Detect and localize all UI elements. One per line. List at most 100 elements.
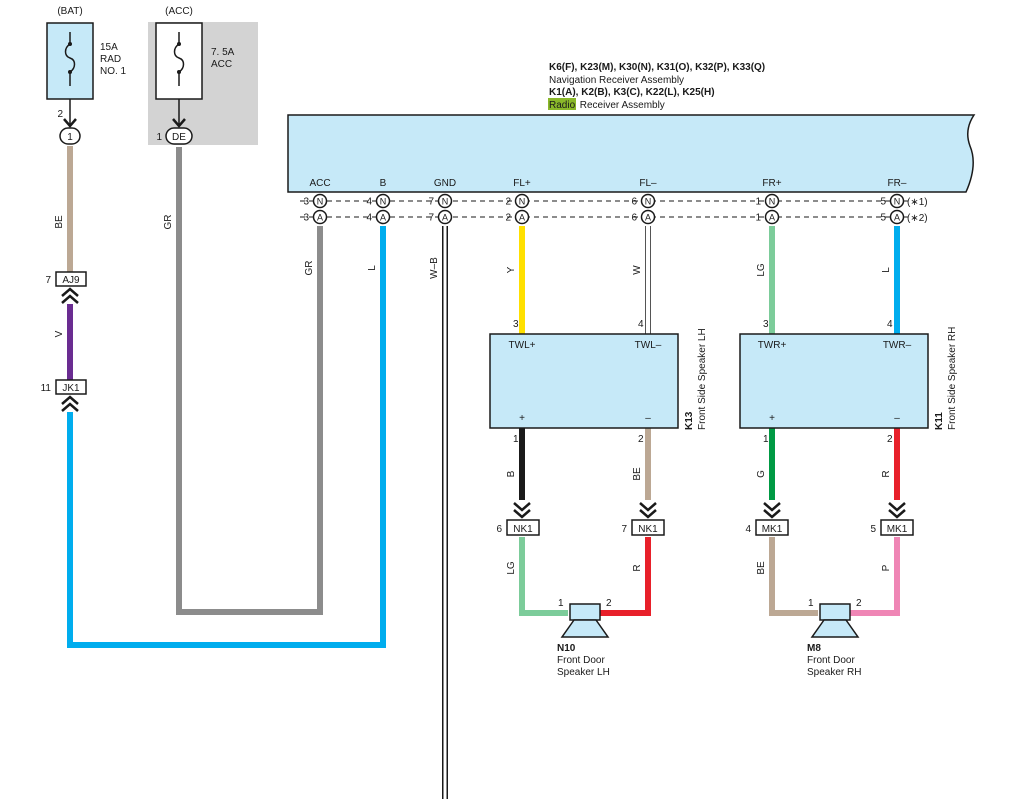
receiver-conn-a-label-3: A [519, 213, 525, 223]
wire-gnd-label: W–B [429, 257, 440, 279]
receiver-pin-a-6: 5 [880, 213, 886, 224]
term-gnd: GND [434, 178, 456, 189]
mk1-b-label: MK1 [887, 524, 908, 535]
receiver-conn-n-label-1: N [380, 197, 387, 207]
nk1-b-label: NK1 [638, 524, 658, 535]
nk1-a-connector [506, 519, 540, 536]
mk1-b-connector [880, 519, 914, 536]
mk1-b-pin: 5 [870, 524, 876, 535]
receiver-pin-a-1: 4 [366, 213, 372, 224]
mk1-a-label: MK1 [762, 524, 783, 535]
bat-connector [59, 127, 81, 145]
wire-door-rh-p-label: BE [756, 561, 767, 575]
nk1-a-label: NK1 [513, 524, 533, 535]
speaker-lh-pin-in-m: 4 [638, 319, 644, 330]
speaker-lh-pin-in-p: 3 [513, 319, 519, 330]
receiver-conn-a-label-5: A [769, 213, 775, 223]
wire-flp-label: Y [506, 266, 517, 273]
nk1-b-chevron-icon [639, 502, 657, 519]
door-lh-id: N10 [557, 643, 576, 654]
receiver-line4-highlight: Radio [549, 100, 576, 111]
door-rh-line2: Speaker RH [807, 667, 861, 678]
wire-flm-label: W [632, 265, 643, 275]
acc-fuse-amp: 7. 5A [211, 47, 235, 58]
wire-door-lh-p [519, 537, 568, 616]
door-speaker-lh-icon [560, 603, 610, 638]
aj9-chevron-icon [61, 287, 79, 304]
wire-door-rh-m [850, 537, 900, 616]
bat-fuse-dot-top [68, 42, 72, 46]
acc-fuse-name: ACC [211, 59, 232, 70]
door-rh-pin2: 2 [856, 598, 862, 609]
bat-fuse-name1: RAD [100, 54, 121, 65]
receiver-conn-n-3 [514, 193, 530, 209]
bat-connector-label: 1 [67, 132, 73, 143]
receiver-conn-a-3 [514, 209, 530, 225]
receiver-conn-n-4 [640, 193, 656, 209]
speaker-rh-name: Front Side Speaker RH [947, 327, 958, 430]
acc-fuse-dot-bottom [177, 70, 181, 74]
acc-fuse-dot-top [177, 42, 181, 46]
aj9-pin: 7 [45, 275, 51, 286]
door-rh-id: M8 [807, 643, 821, 654]
wire-spk-rh-p-label: G [756, 470, 767, 478]
term-frm: FR– [888, 178, 907, 189]
wire-door-lh-p-label: LG [506, 561, 517, 575]
wire-acc-label: GR [163, 215, 174, 230]
door-lh-pin2: 2 [606, 598, 612, 609]
speaker-lh-name: Front Side Speaker LH [697, 328, 708, 430]
speaker-rh-pin-in-m: 4 [887, 319, 893, 330]
receiver-conn-a-label-0: A [317, 213, 323, 223]
nk1-a-chevron-icon [513, 502, 531, 519]
speaker-lh-term-m: TWL– [635, 340, 662, 351]
acc-arrow-icon [172, 118, 186, 128]
mk1-b-chevron-icon [888, 502, 906, 519]
acc-fuse-icon [173, 32, 185, 86]
wire-spk-lh-p-label: B [506, 470, 517, 477]
wire-acc-term-label: GR [304, 261, 315, 276]
receiver-conn-a-4 [640, 209, 656, 225]
acc-pin: 1 [156, 132, 162, 143]
door-lh-line1: Front Door [557, 655, 605, 666]
nk1-b-connector [631, 519, 665, 536]
wire-door-rh-p [769, 537, 818, 616]
door-rh-line1: Front Door [807, 655, 855, 666]
bat-source-label: (BAT) [57, 6, 82, 17]
receiver-conn-a-2 [437, 209, 453, 225]
receiver-conn-n-1 [375, 193, 391, 209]
receiver-conn-n-label-0: N [317, 197, 324, 207]
speaker-rh-id: K11 [934, 412, 945, 430]
receiver-line3: K1(A), K2(B), K3(C), K22(L), K25(H) [549, 87, 715, 98]
speaker-lh-minus: – [645, 413, 651, 424]
wire-frm-label: L [881, 267, 892, 273]
nk1-b-pin: 7 [621, 524, 627, 535]
speaker-lh-pin-out-m: 2 [638, 434, 644, 445]
receiver-conn-n-2 [437, 193, 453, 209]
receiver-pin-n-5: 1 [755, 197, 761, 208]
bat-out-pin: 2 [57, 109, 63, 120]
jk1-chevron-icon [61, 395, 79, 412]
door-lh-pin1: 1 [558, 598, 564, 609]
receiver-pin-n-3: 2 [505, 197, 511, 208]
receiver-pin-a-5: 1 [755, 213, 761, 224]
bat-fuse-icon [64, 32, 76, 86]
receiver-pin-a-0: 3 [303, 213, 309, 224]
speaker-rh-minus: – [894, 413, 900, 424]
aj9-label: AJ9 [62, 275, 80, 286]
term-frp: FR+ [762, 178, 781, 189]
receiver-conn-n-label-2: N [442, 197, 449, 207]
mk1-a-chevron-icon [763, 502, 781, 519]
jk1-connector [55, 379, 87, 395]
receiver-conn-a-5 [764, 209, 780, 225]
receiver-conn-a-1 [375, 209, 391, 225]
speaker-rh-term-m: TWR– [883, 340, 912, 351]
bat-fuse-name2: NO. 1 [100, 66, 127, 77]
speaker-rh-pin-out-m: 2 [887, 434, 893, 445]
mk1-a-connector [755, 519, 789, 536]
receiver-conn-n-5 [764, 193, 780, 209]
term-flp: FL+ [513, 178, 531, 189]
receiver-conn-n-label-3: N [519, 197, 526, 207]
receiver-conn-a-label-4: A [645, 213, 651, 223]
receiver-pin-n-4: 6 [631, 197, 637, 208]
